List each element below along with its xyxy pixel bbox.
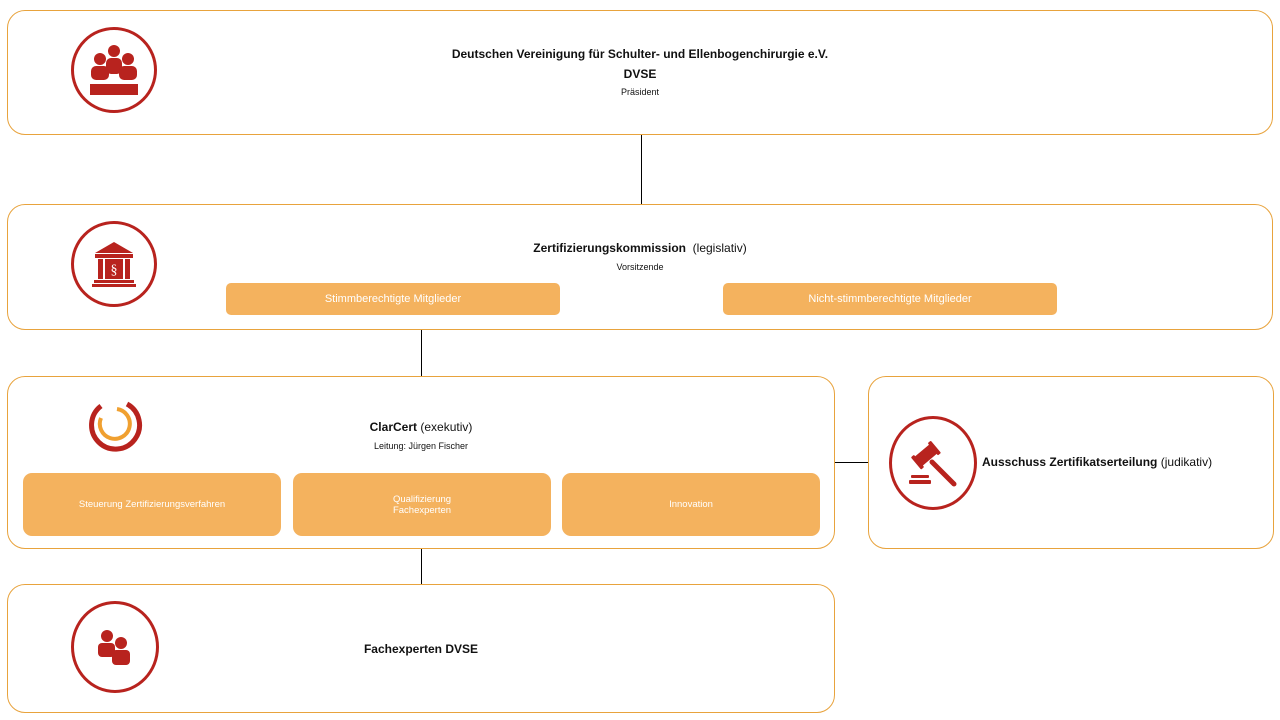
clarcert-qualifier: (exekutiv) bbox=[420, 420, 473, 434]
group-icon bbox=[71, 27, 157, 113]
president-title: Deutschen Vereinigung für Schulter- und … bbox=[451, 47, 829, 61]
steering-pill: Steuerung Zertifizierungsverfahren bbox=[23, 473, 281, 536]
commission-heading: Zertifizierungskommission (legislativ) bbox=[8, 241, 1272, 255]
connector-clarcert-experts bbox=[421, 548, 422, 585]
committee-heading: Ausschuss Zertifikatserteilung (judikati… bbox=[982, 455, 1212, 469]
people-icon bbox=[71, 601, 159, 693]
president-box: Deutschen Vereinigung für Schulter- und … bbox=[7, 10, 1273, 135]
clarcert-logo-icon bbox=[87, 396, 143, 452]
commission-qualifier: (legislativ) bbox=[692, 241, 747, 255]
president-role: Präsident bbox=[620, 87, 660, 97]
connector-president-commission bbox=[641, 134, 642, 204]
courthouse-icon: § bbox=[71, 221, 157, 307]
connector-clarcert-committee bbox=[834, 462, 869, 463]
gavel-icon bbox=[889, 416, 977, 510]
experts-title: Fachexperten DVSE bbox=[363, 642, 479, 656]
nonvoting-members-pill: Nicht-stimmberechtigte Mitglieder bbox=[723, 283, 1057, 315]
innovation-pill: Innovation bbox=[562, 473, 820, 536]
experts-box: Fachexperten DVSE bbox=[7, 584, 835, 713]
committee-title: Ausschuss Zertifikatserteilung bbox=[982, 455, 1158, 469]
connector-commission-clarcert bbox=[421, 329, 422, 377]
voting-members-pill: Stimmberechtigte Mitglieder bbox=[226, 283, 560, 315]
clarcert-lead: Leitung: Jürgen Fischer bbox=[373, 441, 469, 451]
committee-qualifier: (judikativ) bbox=[1160, 455, 1213, 469]
clarcert-heading: ClarCert (exekutiv) bbox=[8, 420, 834, 434]
commission-box: § Zertifizierungskommission (legislativ)… bbox=[7, 204, 1273, 330]
svg-text:§: § bbox=[111, 263, 118, 278]
commission-role: Vorsitzende bbox=[616, 262, 664, 272]
commission-title: Zertifizierungskommission bbox=[533, 241, 686, 255]
president-abbr: DVSE bbox=[623, 67, 657, 81]
committee-box: Ausschuss Zertifikatserteilung (judikati… bbox=[868, 376, 1274, 549]
clarcert-box: ClarCert (exekutiv) Leitung: Jürgen Fisc… bbox=[7, 376, 835, 549]
clarcert-title: ClarCert bbox=[369, 420, 417, 434]
